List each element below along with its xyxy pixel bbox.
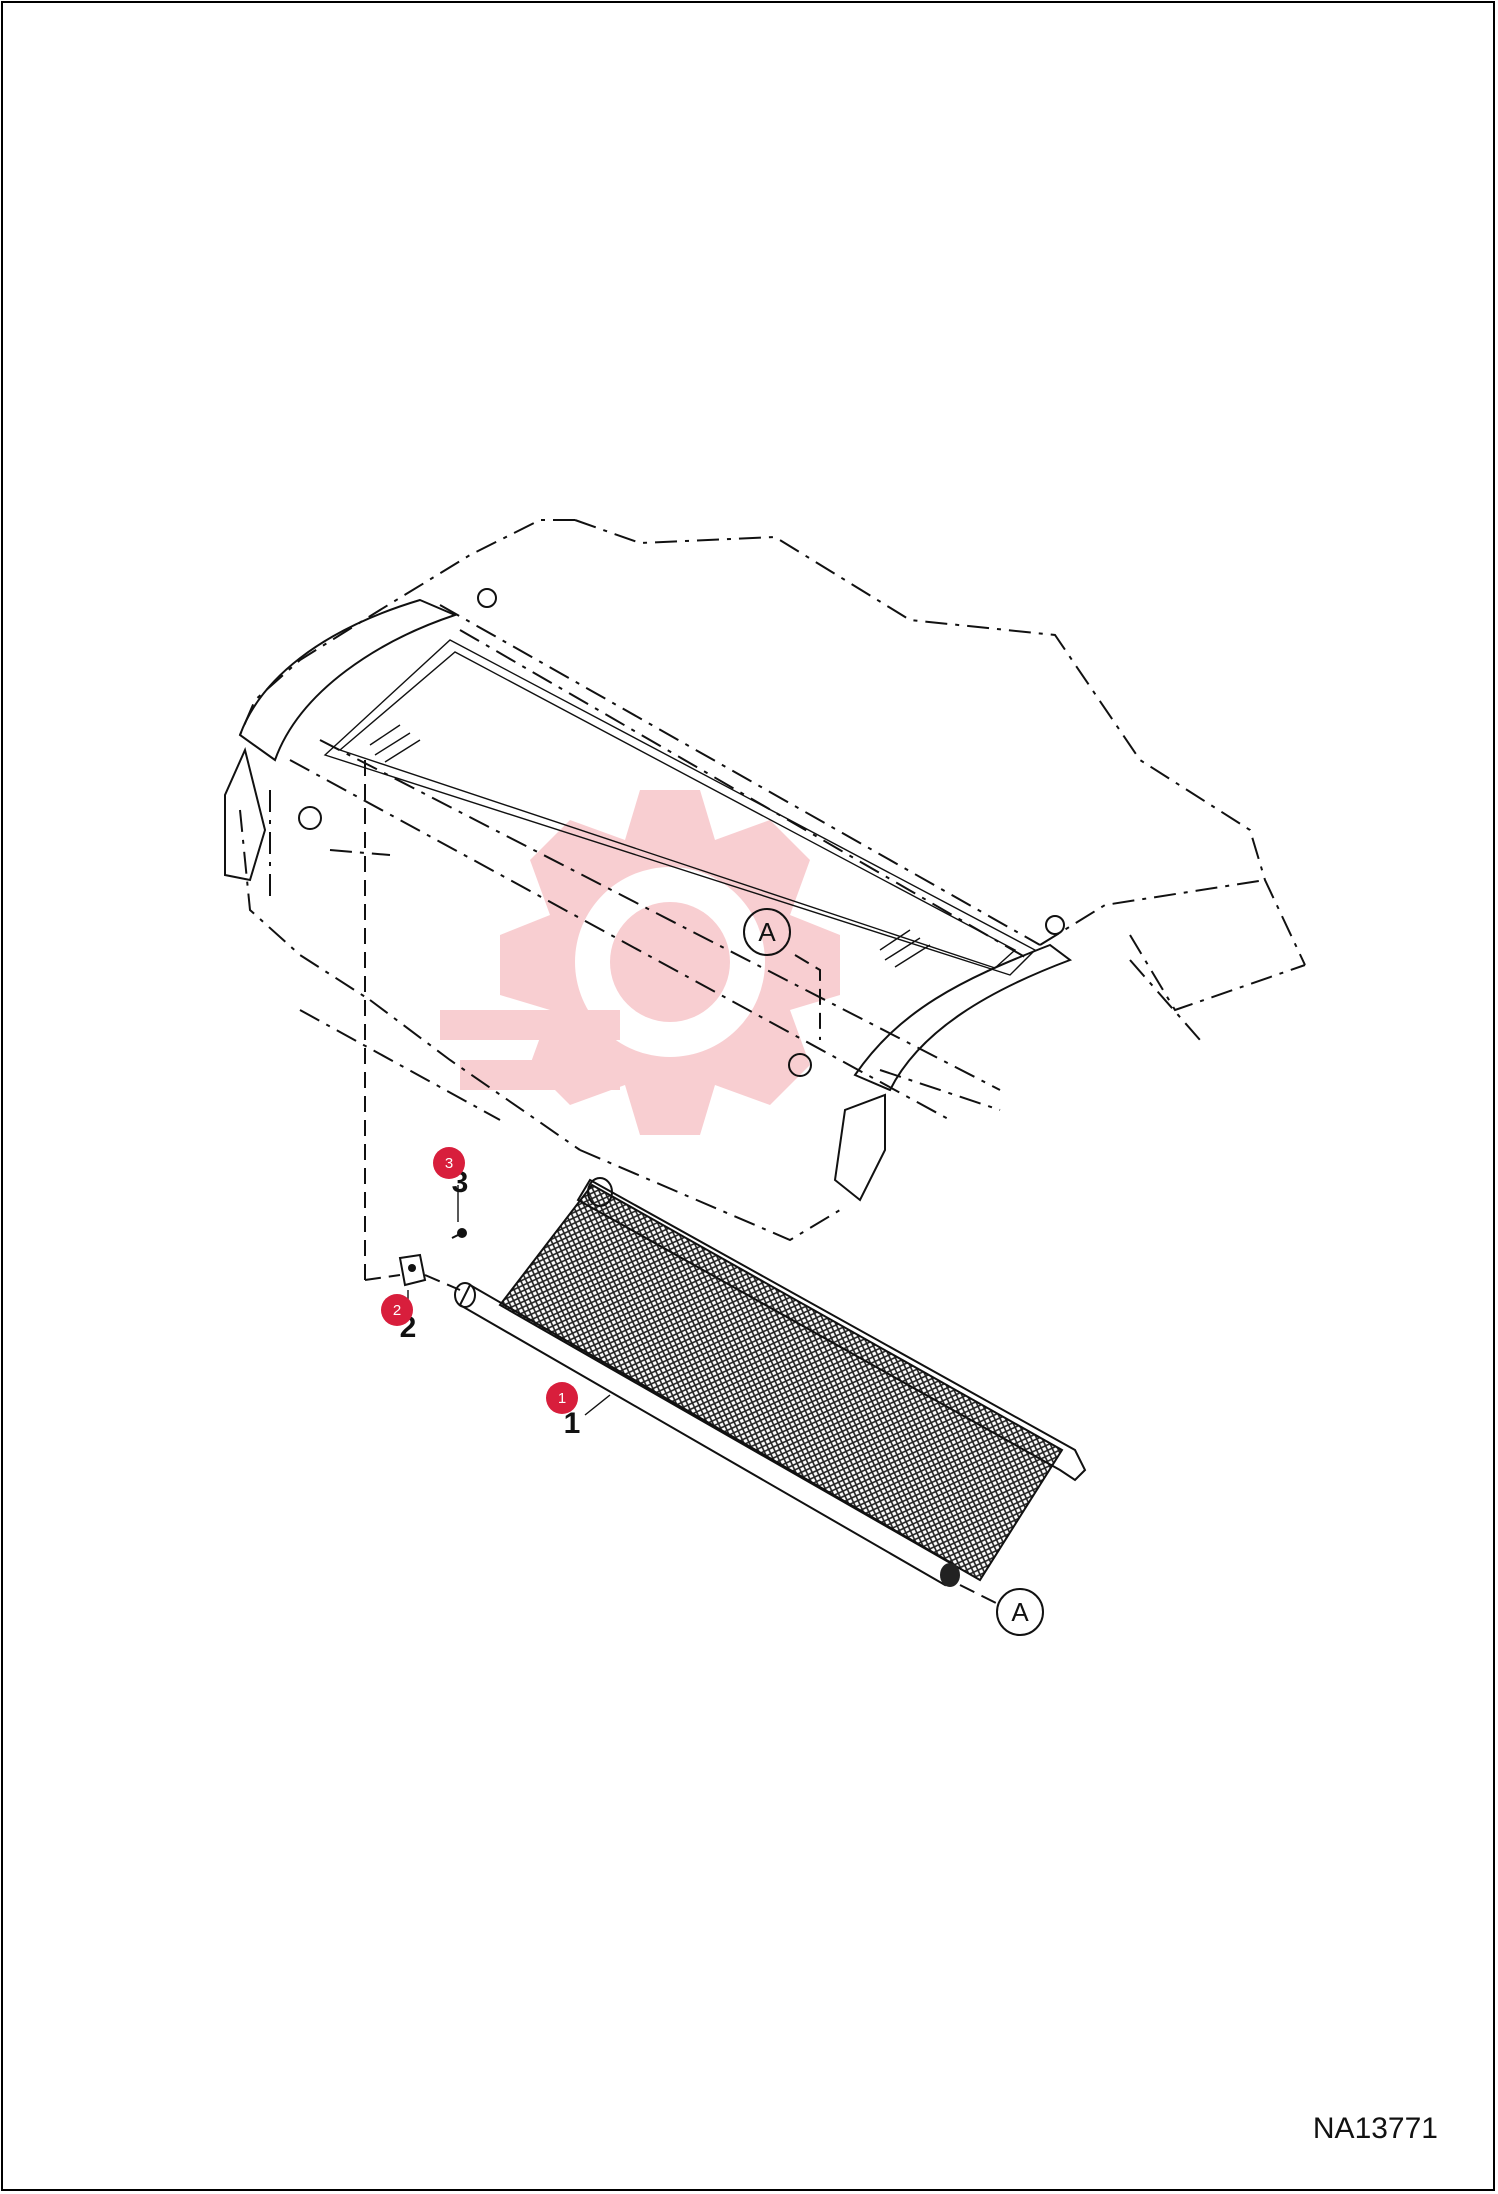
sunshade-assembly bbox=[454, 1177, 1087, 1606]
gear-watermark-icon bbox=[440, 790, 840, 1135]
part-badge-1-label: 1 bbox=[558, 1390, 566, 1407]
mounting-screw bbox=[451, 1185, 467, 1239]
view-a-label-bottom: A bbox=[1011, 1597, 1029, 1627]
part-number-1: 1 bbox=[564, 1407, 581, 1440]
part-badge-3-label: 3 bbox=[445, 1155, 453, 1172]
figure-id: NA13771 bbox=[1312, 2112, 1438, 2145]
view-a-callout-bottom: A bbox=[996, 1588, 1044, 1636]
part-badge-2-label: 2 bbox=[393, 1302, 401, 1319]
part-badge-3[interactable]: 3 bbox=[433, 1147, 465, 1179]
vehicle-roof-outline bbox=[224, 519, 1306, 1281]
part-badge-1[interactable]: 1 bbox=[546, 1382, 578, 1414]
part-badge-2[interactable]: 2 bbox=[381, 1294, 413, 1326]
view-a-label-top: A bbox=[758, 917, 776, 947]
view-a-callout-top: A bbox=[743, 908, 791, 956]
mounting-bracket bbox=[398, 1253, 461, 1291]
